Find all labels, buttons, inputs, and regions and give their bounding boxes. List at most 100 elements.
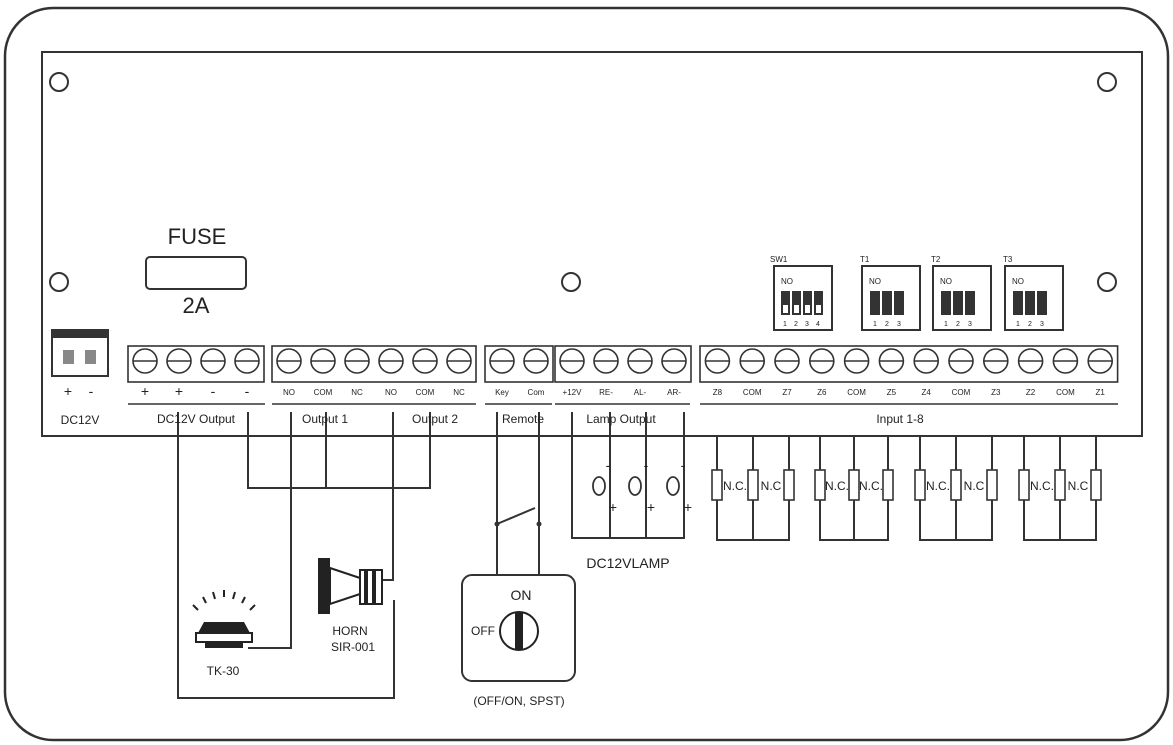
terminal-label-lamp: AL- bbox=[634, 388, 647, 397]
dip-sw1-lever bbox=[792, 291, 801, 315]
mounting-hole-top-right bbox=[1097, 72, 1117, 92]
dip-t1-pos: 1 bbox=[873, 321, 877, 328]
terminal-label-dc-output: + bbox=[141, 383, 149, 399]
dip-t2-state: NO bbox=[940, 277, 952, 286]
dip-sw1-lever bbox=[803, 291, 812, 315]
lamp-bulb-icon bbox=[592, 476, 606, 496]
dip-sw1-state: NO bbox=[781, 277, 793, 286]
terminal-label-lamp: AR- bbox=[667, 388, 681, 397]
terminal-label-dc-output: - bbox=[211, 383, 216, 399]
dip-lever-notch bbox=[794, 305, 799, 313]
horn-icon bbox=[318, 558, 383, 614]
terminal-label-outputs: COM bbox=[416, 388, 435, 397]
group-label-inputs: Input 1-8 bbox=[876, 412, 924, 426]
terminal-label-inputs: Z6 bbox=[817, 388, 827, 397]
terminal-label-remote: Key bbox=[495, 388, 509, 397]
wire-strobe bbox=[248, 488, 292, 649]
terminal-label-inputs: Z5 bbox=[887, 388, 897, 397]
terminal-label-inputs: Z3 bbox=[991, 388, 1001, 397]
group-label-output1: Output 1 bbox=[302, 412, 348, 426]
nc-contact-symbol bbox=[783, 469, 795, 501]
nc-label: N.C bbox=[1068, 479, 1089, 493]
nc-label: N.C bbox=[761, 479, 782, 493]
dip-t1-pos: 2 bbox=[885, 321, 889, 328]
terminal-label-remote: Com bbox=[528, 388, 545, 397]
lamp-sign: + bbox=[647, 499, 655, 515]
dip-t1-pos: 3 bbox=[897, 321, 901, 328]
dip-t3-lever bbox=[1013, 291, 1023, 315]
dip-sw1-pos: 3 bbox=[805, 321, 809, 328]
terminal-block-outputs bbox=[271, 345, 477, 383]
dip-t2-pos: 1 bbox=[944, 321, 948, 328]
dip-t1-name: T1 bbox=[860, 255, 870, 264]
strobe-model: TK-30 bbox=[207, 664, 240, 678]
dip-t1-lever bbox=[870, 291, 880, 315]
switch-blade bbox=[496, 507, 536, 525]
nc-contact-symbol bbox=[914, 469, 926, 501]
dip-sw1-pos: 1 bbox=[783, 321, 787, 328]
nc-label: N.C. bbox=[859, 479, 883, 493]
key-switch-slot bbox=[515, 613, 523, 649]
dip-t2-pos: 2 bbox=[956, 321, 960, 328]
dip-sw1-pos: 4 bbox=[816, 321, 820, 328]
terminal-label-lamp: RE- bbox=[599, 388, 613, 397]
mounting-hole-mid-left bbox=[49, 272, 69, 292]
key-switch-on-label: ON bbox=[511, 587, 532, 603]
terminal-label-inputs: COM bbox=[847, 388, 866, 397]
dc-input-jack-cap bbox=[52, 330, 108, 338]
nc-contact-symbol bbox=[1054, 469, 1066, 501]
pcb-board bbox=[41, 51, 1143, 437]
nc-label: N.C. bbox=[1030, 479, 1054, 493]
dip-t3-lever bbox=[1025, 291, 1035, 315]
key-switch-caption: (OFF/ON, SPST) bbox=[473, 694, 564, 708]
terminal-block-inputs bbox=[699, 345, 1119, 383]
mounting-hole-center bbox=[561, 272, 581, 292]
wire-horn bbox=[382, 488, 394, 581]
terminal-label-outputs: NC bbox=[351, 388, 363, 397]
wire-lamp-loop-1 bbox=[571, 412, 611, 539]
dip-sw1-name: SW1 bbox=[770, 255, 788, 264]
dc-input-pin-minus bbox=[85, 350, 96, 364]
dc-input-plus-sign: + bbox=[64, 383, 72, 399]
dc-input-pin-plus bbox=[63, 350, 74, 364]
wire-lamp-loop-2 bbox=[610, 412, 647, 539]
nc-contact-symbol bbox=[848, 469, 860, 501]
terminal-label-outputs: COM bbox=[314, 388, 333, 397]
terminal-label-lamp: +12V bbox=[563, 388, 583, 397]
lamp-sign: - bbox=[644, 457, 649, 473]
switch-contact bbox=[536, 521, 542, 527]
dip-t2-pos: 3 bbox=[968, 321, 972, 328]
dip-sw1-lever bbox=[781, 291, 790, 315]
lamp-bulb-icon bbox=[666, 476, 680, 496]
nc-contact-symbol bbox=[986, 469, 998, 501]
dc-input-minus-sign: - bbox=[89, 383, 94, 399]
dip-lever-notch bbox=[783, 305, 788, 313]
fuse-holder bbox=[145, 256, 247, 290]
dip-t3-state: NO bbox=[1012, 277, 1024, 286]
dip-t2-name: T2 bbox=[931, 255, 941, 264]
nc-label: N.C bbox=[964, 479, 985, 493]
terminal-label-inputs: COM bbox=[1056, 388, 1075, 397]
dip-sw1-pos: 2 bbox=[794, 321, 798, 328]
dip-sw1-lever bbox=[814, 291, 823, 315]
group-label-lamp-output: Lamp Output bbox=[586, 412, 656, 426]
nc-contact-symbol bbox=[1090, 469, 1102, 501]
wire-lamp-loop-3 bbox=[646, 412, 685, 539]
terminal-label-inputs: Z8 bbox=[713, 388, 723, 397]
horn-model: SIR-001 bbox=[331, 640, 375, 654]
lamp-sign: - bbox=[681, 457, 686, 473]
dip-switch-t1-body bbox=[861, 265, 921, 331]
dip-t2-lever bbox=[941, 291, 951, 315]
dip-switch-t3-body bbox=[1004, 265, 1064, 331]
terminal-label-outputs: NO bbox=[385, 388, 397, 397]
dip-t3-pos: 2 bbox=[1028, 321, 1032, 328]
nc-contact-symbol bbox=[711, 469, 723, 501]
terminal-label-inputs: Z4 bbox=[922, 388, 932, 397]
nc-contact-symbol bbox=[747, 469, 759, 501]
dip-t1-lever bbox=[882, 291, 892, 315]
lamp-sign: - bbox=[606, 457, 611, 473]
terminal-label-inputs: Z1 bbox=[1096, 388, 1106, 397]
dip-t2-lever bbox=[953, 291, 963, 315]
wire-dc-plus bbox=[177, 412, 395, 699]
terminal-label-inputs: COM bbox=[952, 388, 971, 397]
